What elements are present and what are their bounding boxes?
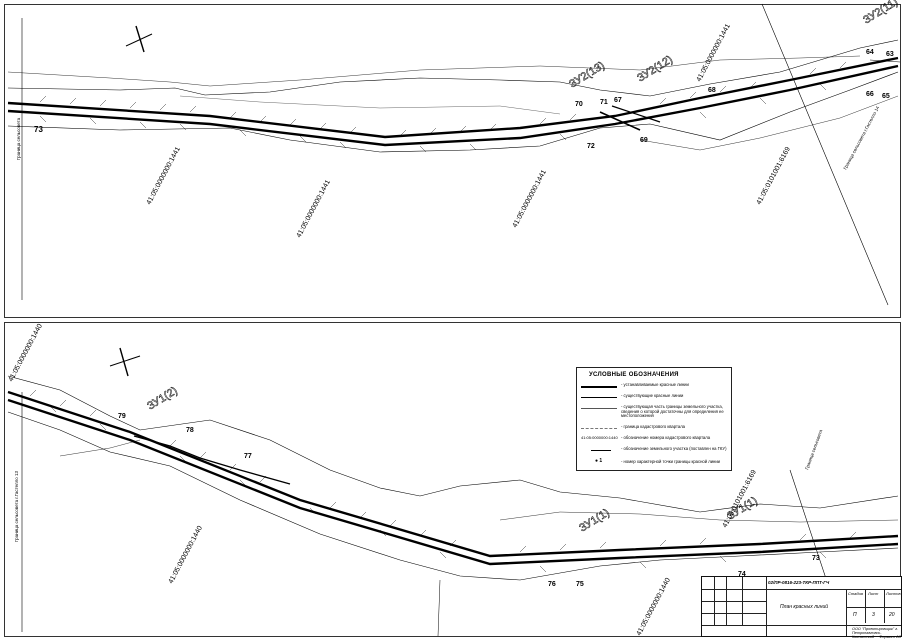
bottom-red-line-upper	[7, 390, 899, 558]
legend-sample-point: ● 1	[595, 458, 603, 464]
sheet-title: План красных линий	[780, 604, 829, 610]
top-diagonal-boundary	[761, 3, 889, 306]
legend-item-text: - существующие красные линии	[621, 393, 684, 398]
bottom-red-line-lower	[7, 398, 899, 566]
top-parcel-label-1: 41:05:0000000:1441	[146, 146, 182, 206]
top-red-line-upper	[7, 56, 899, 139]
title-block: 02/ПР-0816-223-ТКР-ППТ-ГЧ План красных л…	[701, 576, 902, 639]
legend-item-quarter-number: 41:05:0000000:1440 - обозначение номера …	[581, 435, 727, 445]
top-outer-line	[7, 55, 861, 87]
format-label: Формат А3	[879, 634, 901, 639]
legend-item-text: - обозначение номера кадастрового кварта…	[621, 435, 711, 440]
top-line-label-1: Граница сельсовета	[16, 117, 21, 160]
legend-item-text: - существующая часть границы земельного …	[621, 404, 724, 419]
top-outer-line-2	[179, 95, 561, 115]
bottom-point-73: 73	[812, 555, 820, 562]
legend-item-parcel-mark: - обозначение земельного участка (постав…	[581, 446, 727, 456]
bottom-point-78: 78	[186, 427, 194, 434]
bottom-boundary-upper	[7, 375, 899, 513]
bottom-parcel-label-3: 41:05:0000000:1440	[636, 577, 672, 637]
legend-item-text: - граница кадастрового квартала	[621, 424, 685, 429]
sheets-header: Листов	[886, 591, 901, 596]
top-zone-label-2: ЗУ2(12)	[635, 54, 675, 85]
legend-item-new-red-line: - устанавливаемые красные линии	[581, 382, 727, 392]
bottom-ticks	[29, 389, 857, 573]
top-zone-label-3: ЗУ2(11)	[861, 0, 900, 27]
top-parcel-label-2: 41:05:0000000:1441	[296, 179, 332, 239]
legend-sample-point-number: 1	[599, 458, 603, 464]
bottom-parcel-label-1: 41:05:0000000:1440	[8, 323, 44, 383]
top-point-70: 70	[575, 101, 583, 108]
bottom-outer-line	[59, 439, 141, 457]
bottom-point-76: 76	[548, 581, 556, 588]
stage-value: П	[853, 612, 857, 618]
top-red-line-branch2	[611, 105, 661, 123]
top-zone-label-1: ЗУ2(13)	[567, 60, 607, 91]
organization: ООО "Проектировщик" г. Петропавловск-Кам…	[852, 627, 899, 639]
legend-item-quarter-boundary: - граница кадастрового квартала	[581, 424, 727, 434]
top-point-69: 69	[640, 137, 648, 144]
legend-box: УСЛОВНЫЕ ОБОЗНАЧЕНИЯ - устанавливаемые к…	[576, 367, 732, 471]
bottom-red-line-branch	[133, 435, 291, 485]
top-point-63: 63	[886, 51, 894, 58]
bottom-line-label-2: Граница сельсовета	[804, 429, 823, 471]
sheets-value: 20	[889, 612, 895, 618]
top-point-71: 71	[600, 99, 608, 106]
top-point-65: 65	[882, 93, 890, 100]
bottom-quarter-boundary-2	[437, 579, 441, 637]
legend-item-text: - обозначение земельного участка (постав…	[621, 446, 727, 451]
top-parcel-label-3: 41:05:0000000:1441	[512, 169, 548, 229]
top-parcel-label-4: 41:05:0000000:1441	[696, 23, 732, 83]
legend-sample-number: 41:05:0000000:1440	[581, 435, 618, 440]
bottom-plan-frame	[4, 322, 901, 637]
bottom-zone-label-2: ЗУ1(1)	[577, 507, 611, 535]
top-point-73: 73	[34, 125, 43, 134]
sheet-header: Лист	[868, 591, 879, 596]
top-north-arrow	[125, 25, 153, 53]
top-contour	[639, 95, 899, 151]
bottom-line-label-1: Граница сельсовета г.Гастелло 13	[14, 470, 19, 542]
bottom-zone-label-1: ЗУ1(2)	[145, 385, 179, 413]
bottom-north-arrow	[109, 347, 141, 377]
top-point-66: 66	[866, 91, 874, 98]
bottom-point-79: 79	[118, 413, 126, 420]
top-ticks	[39, 61, 847, 153]
top-red-line-lower	[7, 64, 899, 147]
legend-title: УСЛОВНЫЕ ОБОЗНАЧЕНИЯ	[589, 372, 679, 378]
legend-item-text: - номер характерной точки границы красно…	[621, 459, 721, 464]
bottom-point-74: 74	[738, 571, 746, 578]
legend-item-point-number: ● 1 - номер характерной точки границы кр…	[581, 458, 727, 469]
sheet-value: 3	[872, 612, 875, 618]
bottom-boundary-lower	[7, 411, 899, 581]
bottom-contour	[499, 511, 899, 523]
stage-header: Стадия	[848, 591, 863, 596]
bottom-point-77: 77	[244, 453, 252, 460]
legend-item-existing-red-line: - существующие красные линии	[581, 393, 727, 403]
legend-item-text: - устанавливаемые красные линии	[621, 382, 689, 387]
top-point-72: 72	[587, 143, 595, 150]
bottom-parcel-label-2: 41:05:0000000:1440	[168, 525, 204, 585]
document-code: 02/ПР-0816-223-ТКР-ППТ-ГЧ	[768, 580, 830, 585]
top-diagonal-boundary-2	[869, 59, 901, 63]
top-point-68: 68	[708, 87, 716, 94]
legend-item-parcel-boundary: - существующая часть границы земельного …	[581, 404, 727, 422]
bottom-point-75: 75	[576, 581, 584, 588]
top-point-64: 64	[866, 49, 874, 56]
top-red-line-branch	[599, 111, 641, 131]
top-point-67: 67	[614, 97, 622, 104]
top-boundary-upper	[7, 39, 899, 97]
top-boundary-lower	[7, 71, 899, 153]
top-plan-frame	[4, 4, 901, 318]
top-parcel-label-5: 41:05:0101001:6169	[756, 146, 792, 206]
